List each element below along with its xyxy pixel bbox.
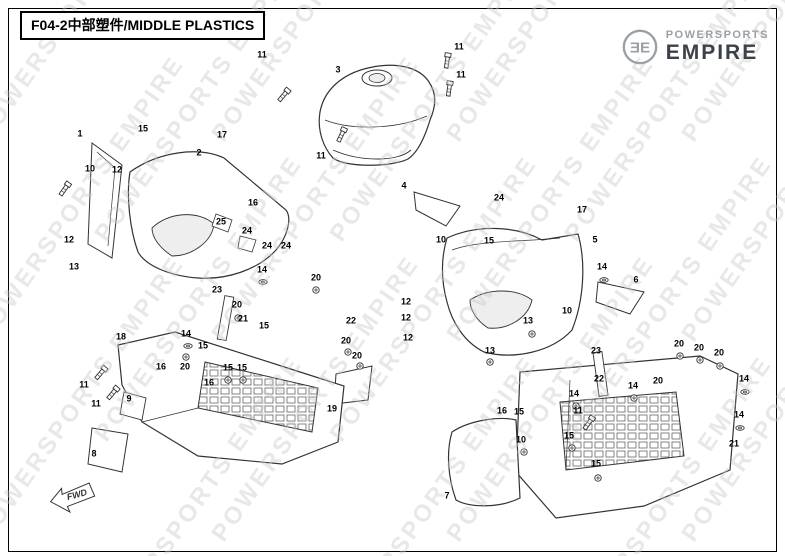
callout-24: 24 <box>261 240 273 251</box>
callout-15: 15 <box>236 362 248 373</box>
brand-emblem-monogram: ƎE <box>630 40 650 57</box>
callout-15: 15 <box>563 430 575 441</box>
brand-name-top: POWERSPORTS <box>665 29 769 42</box>
callout-12: 12 <box>400 296 412 307</box>
callout-21: 21 <box>237 313 249 324</box>
callout-15: 15 <box>590 458 602 469</box>
callout-19: 19 <box>326 403 338 414</box>
callout-9: 9 <box>126 393 132 404</box>
callout-20: 20 <box>693 342 705 353</box>
callout-14: 14 <box>596 261 608 272</box>
callout-20: 20 <box>310 272 322 283</box>
callout-11: 11 <box>573 405 583 416</box>
callout-2: 2 <box>196 147 202 158</box>
callout-10: 10 <box>515 434 527 445</box>
callout-20: 20 <box>351 350 363 361</box>
brand-logo-text: POWERSPORTS EMPIRE <box>666 30 769 64</box>
callout-11: 11 <box>91 398 101 409</box>
callout-17: 17 <box>216 129 228 140</box>
callout-7: 7 <box>444 490 450 501</box>
callout-11: 11 <box>257 49 267 60</box>
callout-14: 14 <box>733 409 745 420</box>
callout-24: 24 <box>280 240 292 251</box>
callout-8: 8 <box>91 448 97 459</box>
callout-12: 12 <box>111 164 123 175</box>
page-border <box>8 8 777 552</box>
right-side-panel-parts <box>413 191 645 356</box>
callout-15: 15 <box>222 362 234 373</box>
callout-20: 20 <box>673 338 685 349</box>
callout-12: 12 <box>63 234 75 245</box>
callout-11: 11 <box>454 41 464 52</box>
callout-21: 21 <box>728 438 740 449</box>
callout-1: 1 <box>77 128 83 139</box>
callout-11: 11 <box>316 150 326 161</box>
callout-14: 14 <box>256 264 268 275</box>
callout-18: 18 <box>115 331 127 342</box>
callout-20: 20 <box>340 335 352 346</box>
callout-15: 15 <box>483 235 495 246</box>
callout-4: 4 <box>401 180 407 191</box>
callout-11: 11 <box>456 69 466 80</box>
callout-17: 17 <box>576 204 588 215</box>
callout-10: 10 <box>84 163 96 174</box>
callout-15: 15 <box>197 340 209 351</box>
diagram-title: F04-2中部塑件/MIDDLE PLASTICS <box>20 11 266 40</box>
callout-13: 13 <box>484 345 496 356</box>
callout-14: 14 <box>627 380 639 391</box>
brand-logo: ƎE POWERSPORTS EMPIRE <box>621 28 769 66</box>
callout-20: 20 <box>652 375 664 386</box>
callout-13: 13 <box>68 261 80 272</box>
callout-3: 3 <box>335 64 341 75</box>
callout-5: 5 <box>592 234 598 245</box>
callout-14: 14 <box>568 388 580 399</box>
tank-cover-part <box>318 64 436 166</box>
callout-23: 23 <box>211 284 223 295</box>
callout-14: 14 <box>738 373 750 384</box>
callout-15: 15 <box>137 123 149 134</box>
callout-20: 20 <box>179 361 191 372</box>
callout-24: 24 <box>493 192 505 203</box>
callout-10: 10 <box>561 305 573 316</box>
callout-6: 6 <box>633 274 639 285</box>
callout-25: 25 <box>215 216 227 227</box>
right-footwell-assembly <box>447 351 739 519</box>
callout-22: 22 <box>345 315 357 326</box>
callout-22: 22 <box>593 373 605 384</box>
fwd-arrow: FWD <box>49 482 96 514</box>
callout-12: 12 <box>402 332 414 343</box>
brand-emblem-icon: ƎE <box>622 29 658 65</box>
callout-10: 10 <box>435 234 447 245</box>
callout-12: 12 <box>400 312 412 323</box>
callout-13: 13 <box>522 315 534 326</box>
callout-16: 16 <box>247 197 259 208</box>
callout-15: 15 <box>513 406 525 417</box>
brand-name-bottom: EMPIRE <box>665 40 759 64</box>
callout-24: 24 <box>241 225 253 236</box>
callout-20: 20 <box>713 347 725 358</box>
callout-16: 16 <box>203 377 215 388</box>
callout-16: 16 <box>496 405 508 416</box>
callout-23: 23 <box>590 345 602 356</box>
callout-15: 15 <box>258 320 270 331</box>
callout-14: 14 <box>180 328 192 339</box>
callout-16: 16 <box>155 361 167 372</box>
left-side-panel-parts <box>87 142 290 279</box>
callout-11: 11 <box>79 379 89 390</box>
callout-20: 20 <box>231 299 243 310</box>
